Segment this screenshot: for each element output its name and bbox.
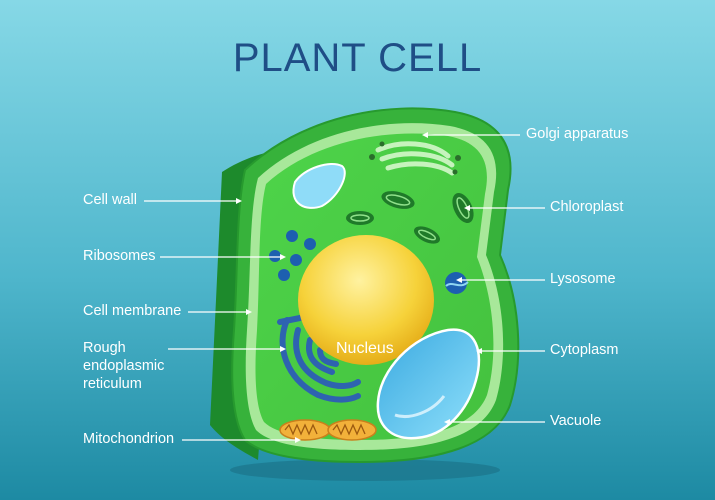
label-cell-membrane: Cell membrane <box>83 303 182 319</box>
nucleus <box>298 235 434 365</box>
rough-er <box>277 315 361 403</box>
leader-lines <box>144 134 545 441</box>
label-vacuole: Vacuole <box>550 413 602 429</box>
small-vacuole <box>292 163 346 209</box>
label-rough-er-line3: reticulum <box>83 376 142 392</box>
cell-shadow <box>230 459 500 481</box>
label-lysosome: Lysosome <box>550 271 616 287</box>
label-cytoplasm: Cytoplasm <box>550 342 619 358</box>
label-rough-er-line2: endoplasmic <box>83 358 165 374</box>
ribosomes <box>269 230 316 281</box>
label-nucleus: Nucleus <box>336 340 394 357</box>
golgi-apparatus <box>369 141 461 176</box>
label-rough-er-line1: Rough <box>83 340 126 356</box>
page-title: PLANT CELL <box>232 36 483 80</box>
central-vacuole <box>376 328 481 440</box>
mitochondria <box>279 419 377 441</box>
chloroplasts <box>346 191 474 244</box>
label-cell-wall: Cell wall <box>83 192 137 208</box>
label-mitochondrion: Mitochondrion <box>83 431 175 447</box>
leader-arrowheads <box>236 132 482 443</box>
label-ribosomes: Ribosomes <box>83 248 156 264</box>
label-chloroplast: Chloroplast <box>550 199 624 215</box>
label-golgi: Golgi apparatus <box>526 126 629 142</box>
